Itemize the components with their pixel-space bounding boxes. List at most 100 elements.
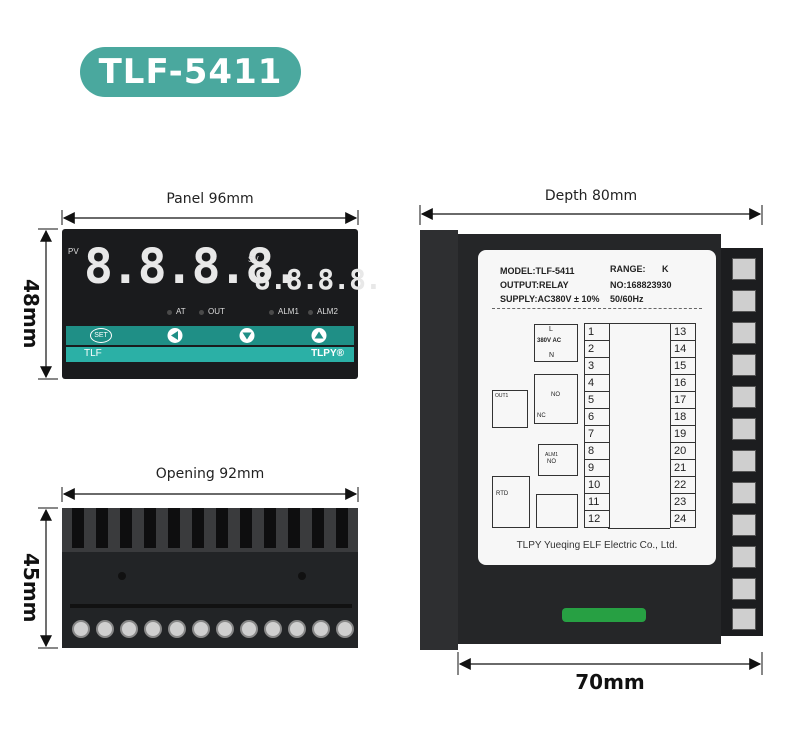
left-button[interactable] xyxy=(144,326,202,345)
sv-label: SV xyxy=(248,255,259,264)
vent-slot xyxy=(120,508,132,548)
brand-bar: TLF TLPY® xyxy=(66,347,354,362)
terminal-number: 16 xyxy=(671,375,695,392)
brand-left: TLF xyxy=(84,348,102,359)
relay-nc: NC xyxy=(537,413,546,419)
terminal-number: 3 xyxy=(585,358,609,375)
label-divider xyxy=(492,308,702,309)
rear-terminal xyxy=(732,322,756,344)
vent-slot xyxy=(312,508,324,548)
rear-terminal xyxy=(732,418,756,440)
rear-terminal xyxy=(732,546,756,568)
label-frequency: 50/60Hz xyxy=(610,294,644,304)
panel-width-label: Panel 96mm xyxy=(166,191,254,207)
power-n: N xyxy=(549,352,555,359)
terminal-number: 21 xyxy=(671,460,695,477)
label-output: OUTPUT:RELAY xyxy=(500,280,569,290)
terminal-screw xyxy=(192,620,210,638)
rear-terminal xyxy=(732,482,756,504)
terminal-column-right: 13 14 15 16 17 18 19 20 21 22 23 24 xyxy=(670,323,696,528)
spec-label-card: MODEL:TLF-5411 RANGE: K OUTPUT:RELAY NO:… xyxy=(478,250,716,565)
output-label: OUT1 xyxy=(495,393,509,399)
terminal-screw xyxy=(336,620,354,638)
depth-label: Depth 80mm xyxy=(544,188,638,204)
alm1-label: ALM1 xyxy=(278,307,299,316)
vent-strip xyxy=(62,508,358,552)
terminal-number: 8 xyxy=(585,443,609,460)
alarm-label: ALM1 xyxy=(545,452,559,458)
pv-display: 8.8.8.8. xyxy=(84,239,301,295)
vent-slot xyxy=(72,508,84,548)
alm2-label: ALM2 xyxy=(317,307,338,316)
terminal-number: 5 xyxy=(585,392,609,409)
up-button[interactable] xyxy=(288,326,346,345)
rear-terminal xyxy=(732,578,756,600)
terminal-number: 22 xyxy=(671,477,695,494)
label-serial: NO:168823930 xyxy=(610,280,672,290)
set-button-label: SET xyxy=(90,328,112,343)
at-label: AT xyxy=(176,307,186,316)
mounting-hole xyxy=(118,572,126,580)
terminal-number: 9 xyxy=(585,460,609,477)
thermocouple-wiring-box xyxy=(536,494,578,528)
rear-terminal xyxy=(732,514,756,536)
terminal-number: 6 xyxy=(585,409,609,426)
label-supply: SUPPLY:AC380V ± 10% xyxy=(500,294,600,304)
rear-terminal xyxy=(732,608,756,630)
label-range: RANGE: xyxy=(610,264,646,274)
controller-front-panel: PV 8.8.8.8. SV 8.8.8.8. AT OUT ALM1 ALM2… xyxy=(62,229,382,379)
panel-height-label: 48mm xyxy=(19,279,43,349)
vent-slot xyxy=(264,508,276,548)
rear-terminal xyxy=(732,290,756,312)
terminal-number: 12 xyxy=(585,511,609,528)
terminal-column-left: 1 2 3 4 5 6 7 8 9 10 11 12 xyxy=(584,323,610,528)
out-led xyxy=(199,310,204,315)
pv-label: PV xyxy=(68,247,79,256)
terminal-number: 18 xyxy=(671,409,695,426)
vent-slot xyxy=(288,508,300,548)
label-range-value: K xyxy=(662,264,669,274)
down-arrow-icon xyxy=(239,328,255,343)
label-model: MODEL:TLF-5411 xyxy=(500,266,575,276)
terminal-screw xyxy=(216,620,234,638)
alm2-led xyxy=(308,310,313,315)
terminal-number: 19 xyxy=(671,426,695,443)
terminal-screw xyxy=(120,620,138,638)
terminal-number: 10 xyxy=(585,477,609,494)
set-button[interactable]: SET xyxy=(72,326,130,345)
alarm-wiring-box: ALM1 NO xyxy=(538,444,578,476)
vent-slot xyxy=(168,508,180,548)
controller-bottom-view xyxy=(62,508,358,648)
model-title-badge: TLF-5411 xyxy=(80,47,301,97)
alarm-no: NO xyxy=(547,459,556,465)
down-button[interactable] xyxy=(216,326,274,345)
alm1-led xyxy=(269,310,274,315)
terminal-screw xyxy=(144,620,162,638)
terminal-number: 17 xyxy=(671,392,695,409)
output-wiring-box: OUT1 xyxy=(492,390,528,428)
terminal-screw xyxy=(72,620,90,638)
manufacturer-text: TLPY Yueqing ELF Electric Co., Ltd. xyxy=(516,540,678,551)
power-label: 380V AC xyxy=(537,338,562,344)
terminal-number: 7 xyxy=(585,426,609,443)
vent-slot xyxy=(144,508,156,548)
rtd-label: RTD xyxy=(496,491,509,497)
terminal-screw xyxy=(312,620,330,638)
vent-slot xyxy=(336,508,348,548)
vent-slot xyxy=(192,508,204,548)
relay-no: NO xyxy=(551,392,560,398)
vent-slot xyxy=(240,508,252,548)
vent-slot xyxy=(96,508,108,548)
terminal-number: 4 xyxy=(585,375,609,392)
rear-terminal xyxy=(732,450,756,472)
rtd-wiring-box: RTD xyxy=(492,476,530,528)
terminal-screw xyxy=(264,620,282,638)
terminal-number: 20 xyxy=(671,443,695,460)
rear-terminal xyxy=(732,354,756,376)
terminal-screw xyxy=(96,620,114,638)
brand-right: TLPY® xyxy=(311,348,344,359)
left-arrow-icon xyxy=(167,328,183,343)
sv-display: 8.8.8.8. xyxy=(254,263,382,296)
power-wiring-box: L 380V AC N xyxy=(534,324,578,362)
terminal-number: 11 xyxy=(585,494,609,511)
